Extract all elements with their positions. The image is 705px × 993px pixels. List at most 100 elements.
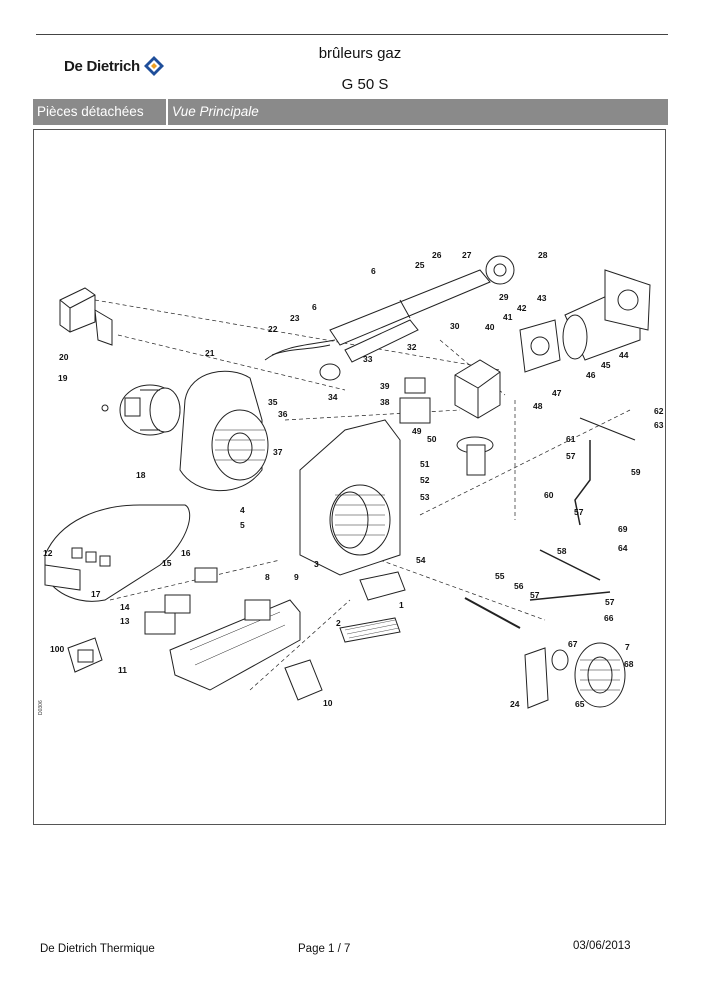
label-part-2: 2 xyxy=(336,618,341,628)
section-view: Vue Principale xyxy=(172,104,259,119)
label-part-38: 38 xyxy=(380,397,390,407)
label-part-40: 40 xyxy=(485,322,495,332)
diagram-frame xyxy=(33,129,666,825)
label-part-5: 5 xyxy=(240,520,245,530)
label-part-58: 58 xyxy=(557,546,567,556)
label-part-49: 49 xyxy=(412,426,422,436)
label-part-44: 44 xyxy=(619,350,629,360)
label-part-9: 9 xyxy=(294,572,299,582)
label-part-33: 33 xyxy=(363,354,373,364)
label-part-8: 8 xyxy=(265,572,270,582)
label-part-26: 26 xyxy=(432,250,442,260)
label-part-67: 67 xyxy=(568,639,578,649)
part-44-flame-tube xyxy=(562,269,651,361)
label-part-16: 16 xyxy=(181,548,191,558)
label-part-54: 54 xyxy=(416,555,426,565)
label-part-11: 11 xyxy=(118,665,127,675)
label-part-65: 65 xyxy=(575,699,585,709)
label-part-100: 100 xyxy=(50,644,64,654)
label-part-37: 37 xyxy=(273,447,283,457)
footer-page-number: Page 1 / 7 xyxy=(298,943,351,955)
section-divider xyxy=(166,99,168,125)
part-17-cover xyxy=(44,504,191,602)
label-part-4: 4 xyxy=(240,505,245,515)
label-part-64: 64 xyxy=(618,543,628,553)
part-11-base-plate xyxy=(169,599,301,691)
document-title: brûleurs gaz xyxy=(318,45,402,62)
part-30-gas-lance xyxy=(329,255,515,346)
diamond-logo-icon xyxy=(143,56,164,76)
label-part-30: 30 xyxy=(450,321,460,331)
label-part-50: 50 xyxy=(427,434,437,444)
label-part-57b: 57 xyxy=(574,507,584,517)
label-part-12: 12 xyxy=(43,548,53,558)
model-name: G 50 S xyxy=(341,76,389,93)
part-100-control-box xyxy=(67,637,103,673)
brand-name: De Dietrich xyxy=(64,57,140,75)
label-part-62: 62 xyxy=(654,406,664,416)
label-part-53: 53 xyxy=(420,492,430,502)
label-part-14: 14 xyxy=(120,602,130,612)
label-part-3: 3 xyxy=(314,559,319,569)
label-part-23: 23 xyxy=(290,313,300,323)
label-part-60: 60 xyxy=(544,490,554,500)
label-part-68: 68 xyxy=(624,659,634,669)
label-part-57a: 57 xyxy=(566,451,576,461)
label-part-10: 10 xyxy=(323,698,333,708)
label-part-34: 34 xyxy=(328,392,338,402)
label-part-17: 17 xyxy=(91,589,101,599)
label-part-45: 45 xyxy=(601,360,611,370)
label-part-41: 41 xyxy=(503,312,513,322)
part-20-relay-box xyxy=(59,287,113,346)
part-7-fan-wheel xyxy=(574,642,626,708)
label-part-35: 35 xyxy=(268,397,278,407)
label-part-69: 69 xyxy=(618,524,628,534)
label-part-36: 36 xyxy=(278,409,288,419)
label-part-48: 48 xyxy=(533,401,543,411)
label-part-63: 63 xyxy=(654,420,664,430)
footer-company: De Dietrich Thermique xyxy=(40,943,155,955)
section-bar: Pièces détachées Vue Principale xyxy=(33,99,668,125)
label-part-1: 1 xyxy=(399,600,404,610)
part-21-fan-housing xyxy=(179,370,269,492)
label-part-6b: 6 xyxy=(312,302,317,312)
label-part-57d: 57 xyxy=(605,597,615,607)
label-part-43: 43 xyxy=(537,293,547,303)
label-part-20: 20 xyxy=(59,352,69,362)
label-part-22: 22 xyxy=(268,324,278,334)
label-part-27: 27 xyxy=(462,250,472,260)
part-18-motor xyxy=(101,384,181,436)
label-part-6a: 6 xyxy=(371,266,376,276)
label-part-32: 32 xyxy=(407,342,417,352)
label-part-25: 25 xyxy=(415,260,425,270)
label-part-55: 55 xyxy=(495,571,505,581)
label-part-29: 29 xyxy=(499,292,509,302)
label-part-51: 51 xyxy=(420,459,430,469)
label-part-19: 19 xyxy=(58,373,68,383)
label-part-47: 47 xyxy=(552,388,562,398)
label-part-61: 61 xyxy=(566,434,576,444)
label-part-13: 13 xyxy=(120,616,130,626)
header-rule xyxy=(36,34,668,35)
exploded-parts-diagram: 1 2 3 4 5 6 6 7 8 9 10 11 12 13 14 15 16… xyxy=(38,250,664,715)
figure-code: D0306 xyxy=(38,700,44,715)
part-48-valve-body xyxy=(454,359,501,476)
footer-date: 03/06/2013 xyxy=(573,940,631,952)
label-part-15: 15 xyxy=(162,558,172,568)
part-53-main-housing xyxy=(299,419,401,576)
label-part-66: 66 xyxy=(604,613,614,623)
brand-logo: De Dietrich xyxy=(64,55,165,77)
section-category: Pièces détachées xyxy=(37,104,144,119)
label-part-42: 42 xyxy=(517,303,527,313)
label-part-21: 21 xyxy=(205,348,215,358)
label-part-46: 46 xyxy=(586,370,596,380)
label-part-59: 59 xyxy=(631,467,641,477)
label-part-24: 24 xyxy=(510,699,520,709)
label-part-7: 7 xyxy=(625,642,630,652)
label-part-57c: 57 xyxy=(530,590,540,600)
label-part-39: 39 xyxy=(380,381,390,391)
label-part-28: 28 xyxy=(538,250,548,260)
label-part-56: 56 xyxy=(514,581,524,591)
label-part-52: 52 xyxy=(420,475,430,485)
label-part-18: 18 xyxy=(136,470,146,480)
